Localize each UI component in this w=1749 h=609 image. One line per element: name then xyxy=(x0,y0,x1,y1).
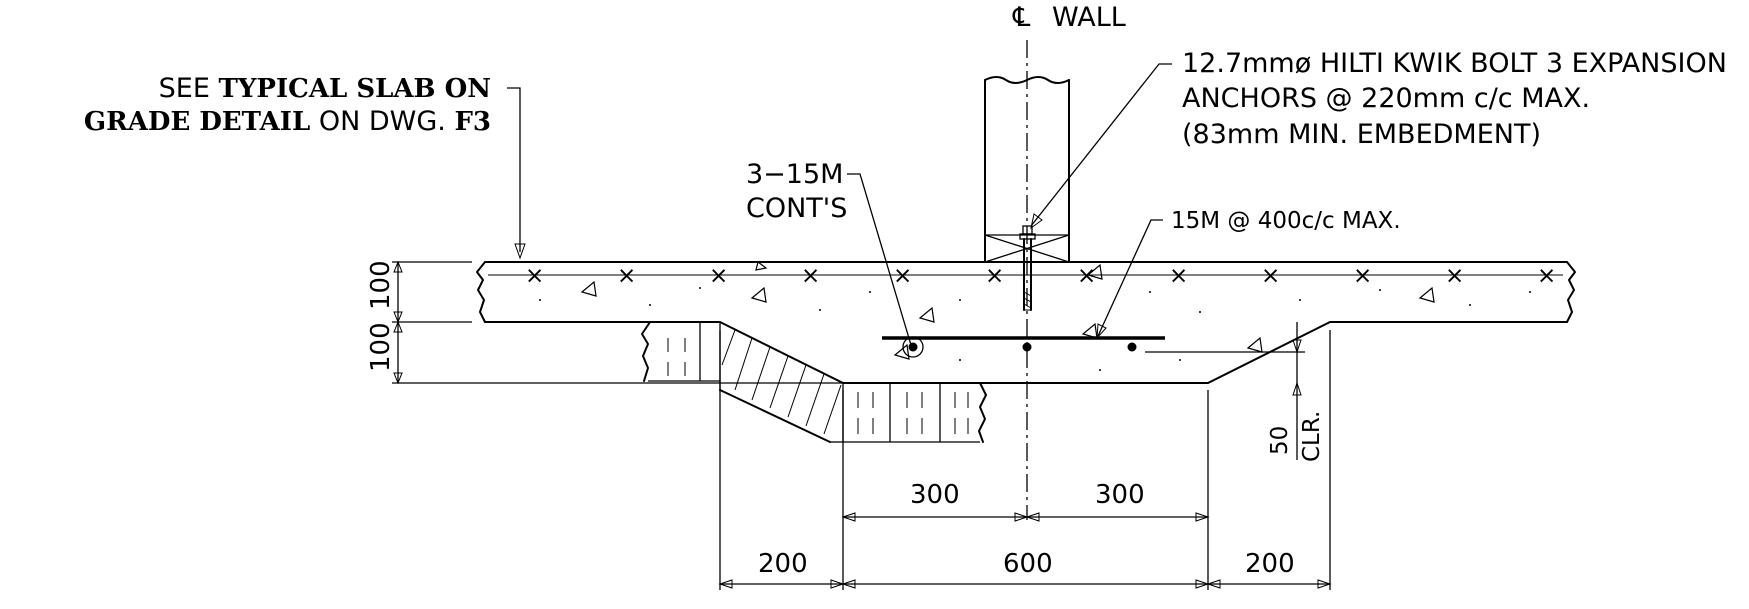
bars-note-line2: CONT'S xyxy=(746,193,847,224)
dowel-note-text: 15M @ 400c/c MAX. xyxy=(1171,208,1401,234)
anchor-note-line2: ANCHORS @ 220mm c/c MAX. xyxy=(1182,83,1590,114)
slope-hatch xyxy=(721,329,842,435)
vertical-dimensions: 100 100 xyxy=(366,260,843,385)
anchor-note: 12.7mmø HILTI KWIK BOLT 3 EXPANSION ANCH… xyxy=(1030,48,1727,230)
svg-text:×: × xyxy=(801,263,820,289)
note-on-dwg: ON DWG. xyxy=(310,106,454,137)
svg-text:×: × xyxy=(617,263,636,289)
centerline-symbol: ℄ xyxy=(1012,2,1031,33)
note-dwg-number: F3 xyxy=(454,107,491,137)
svg-text:SEE TYPICAL SLAB ON: SEE TYPICAL SLAB ON xyxy=(159,73,491,104)
svg-text:×: × xyxy=(893,263,912,289)
clear-label: CLR. xyxy=(1299,411,1325,462)
rebar-dot-center xyxy=(1022,342,1032,352)
dim-half-left: 300 xyxy=(910,480,960,510)
wall xyxy=(984,76,1070,263)
note-grade-detail: GRADE DETAIL xyxy=(84,107,310,137)
bars-note: 3−15M CONT'S xyxy=(746,159,912,346)
svg-text:×: × xyxy=(1537,263,1556,289)
dim-slope-left: 200 xyxy=(758,549,808,579)
dim-width: 600 xyxy=(1003,549,1053,579)
svg-text:×: × xyxy=(1169,263,1188,289)
svg-text:GRADE DETAIL ON DWG. F3: GRADE DETAIL ON DWG. F3 xyxy=(84,106,491,137)
note-see: SEE xyxy=(159,73,219,104)
reinforcement xyxy=(882,336,1165,358)
concrete-stipple xyxy=(539,287,1531,371)
dowel-note: 15M @ 400c/c MAX. xyxy=(1096,208,1401,340)
slab-reference-note: SEE TYPICAL SLAB ON GRADE DETAIL ON DWG.… xyxy=(84,73,526,260)
concrete-slab: × × × × × × × × × × × × xyxy=(476,260,1576,384)
dim-thickening: 100 xyxy=(366,322,396,372)
note-typical-slab: TYPICAL SLAB ON xyxy=(219,74,492,104)
mesh-marks: × × × × × × × × × × × × xyxy=(525,263,1556,289)
anchor-note-line1: 12.7mmø HILTI KWIK BOLT 3 EXPANSION xyxy=(1182,48,1727,79)
svg-text:×: × xyxy=(1077,263,1096,289)
wall-centerline: ℄ WALL xyxy=(1012,2,1126,520)
clear-value: 50 xyxy=(1267,426,1293,455)
svg-text:×: × xyxy=(985,263,1004,289)
clear-cover-dimension: 50 CLR. xyxy=(1145,322,1325,462)
svg-text:×: × xyxy=(1353,263,1372,289)
rebar-dot-right xyxy=(1127,342,1137,352)
svg-text:×: × xyxy=(709,263,728,289)
centerline-label: WALL xyxy=(1052,2,1126,33)
dim-slope-right: 200 xyxy=(1245,549,1295,579)
horizontal-dimensions: 300 300 200 600 200 xyxy=(718,330,1332,590)
dim-slab-thickness: 100 xyxy=(366,260,396,310)
bars-note-line1: 3−15M xyxy=(746,159,843,190)
svg-text:×: × xyxy=(1261,263,1280,289)
rebar-dot-left xyxy=(908,342,918,352)
concrete-aggregate xyxy=(580,260,1435,360)
svg-text:×: × xyxy=(525,263,544,289)
anchor-note-line3: (83mm MIN. EMBEDMENT) xyxy=(1182,119,1541,150)
dim-half-right: 300 xyxy=(1095,480,1145,510)
svg-text:×: × xyxy=(1445,263,1464,289)
